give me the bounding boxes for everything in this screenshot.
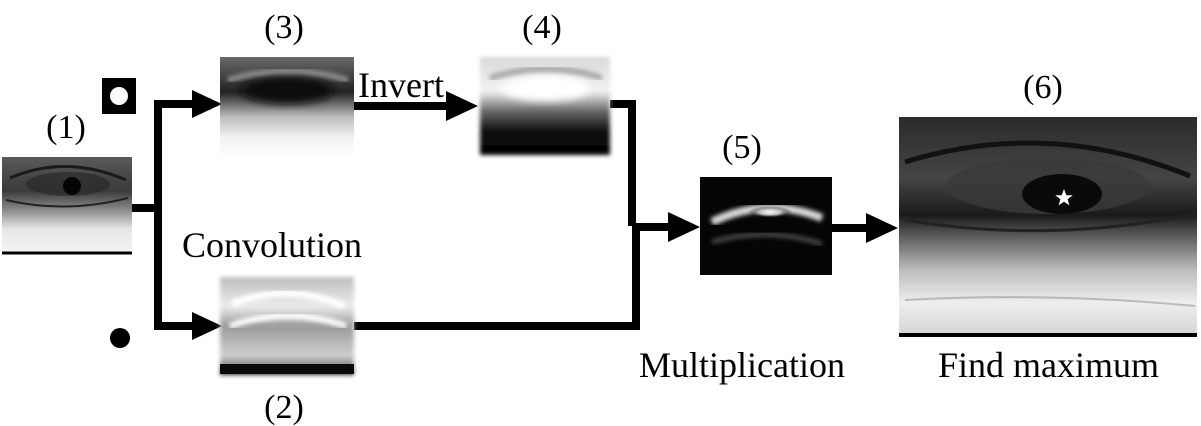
- inverted-image: [480, 57, 610, 155]
- multiplication-label: Multiplication: [639, 345, 845, 385]
- arrowheads: [192, 90, 898, 340]
- convolution-white-image: [220, 57, 354, 157]
- convolution-label: Convolution: [182, 225, 362, 265]
- upper-branch-line: [154, 100, 195, 210]
- arrowhead-to-4: [446, 91, 478, 121]
- lower-branch-line: [154, 206, 195, 330]
- arrowhead-to-6: [866, 213, 898, 243]
- step-5-label: (5): [722, 129, 762, 166]
- find-maximum-label: Find maximum: [938, 345, 1159, 385]
- maximum-star-icon: [1055, 189, 1073, 206]
- white-disk-kernel: [102, 78, 136, 114]
- invert-label: Invert: [358, 65, 444, 105]
- lower-merge-line: [354, 226, 640, 330]
- arrowhead-to-2: [192, 312, 222, 340]
- upper-merge-line: [610, 100, 636, 226]
- convolution-black-image: [220, 277, 354, 375]
- step-4-label: (4): [522, 9, 562, 46]
- step-1-label: (1): [46, 109, 86, 146]
- product-image: [700, 177, 832, 275]
- step-3-label: (3): [264, 9, 304, 46]
- step-6-label: (6): [1023, 69, 1063, 106]
- arrowhead-to-3: [192, 90, 222, 118]
- arrowhead-to-5: [668, 212, 700, 242]
- connectors: [132, 100, 868, 330]
- black-disk-kernel: [110, 328, 130, 348]
- input-eye-image: [2, 157, 132, 255]
- step-2-label: (2): [264, 389, 304, 426]
- output-eye-image: [899, 117, 1197, 337]
